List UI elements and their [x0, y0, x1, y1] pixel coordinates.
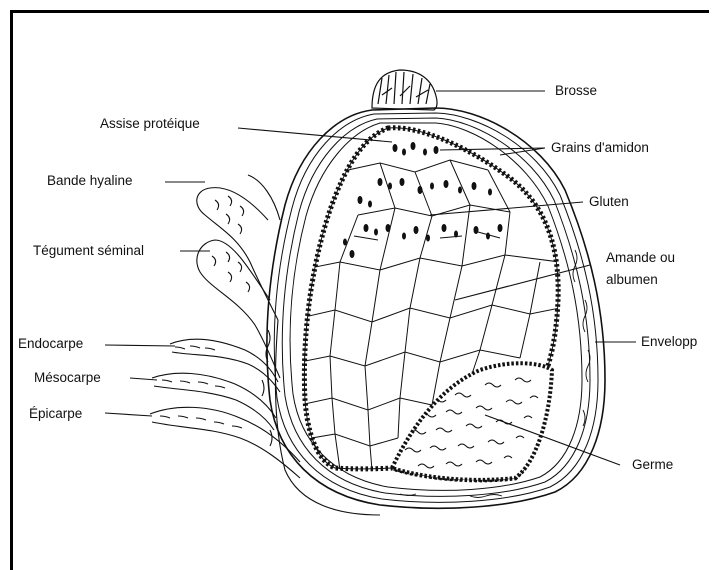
label-enveloppe: Envelopp: [641, 334, 697, 349]
label-bande-hyaline: Bande hyaline: [47, 173, 133, 188]
germ: [392, 363, 552, 480]
label-amande-line1: Amande ou: [606, 250, 675, 265]
label-grains-amidon: Grains d'amidon: [551, 140, 649, 155]
label-amande-line2: albumen: [606, 272, 658, 287]
starch-grains: [343, 142, 503, 258]
pericarp-layers: [150, 175, 380, 515]
label-assise-proteique: Assise protéique: [100, 116, 200, 131]
label-endocarpe: Endocarpe: [18, 336, 83, 351]
label-germe: Germe: [632, 457, 673, 472]
label-brosse: Brosse: [555, 83, 597, 98]
brush-tuft: [372, 70, 437, 110]
label-epicarpe: Épicarpe: [29, 406, 82, 421]
label-gluten: Gluten: [589, 194, 629, 209]
label-mesocarpe: Mésocarpe: [34, 370, 101, 385]
label-tegument-seminal: Tégument séminal: [33, 243, 144, 258]
